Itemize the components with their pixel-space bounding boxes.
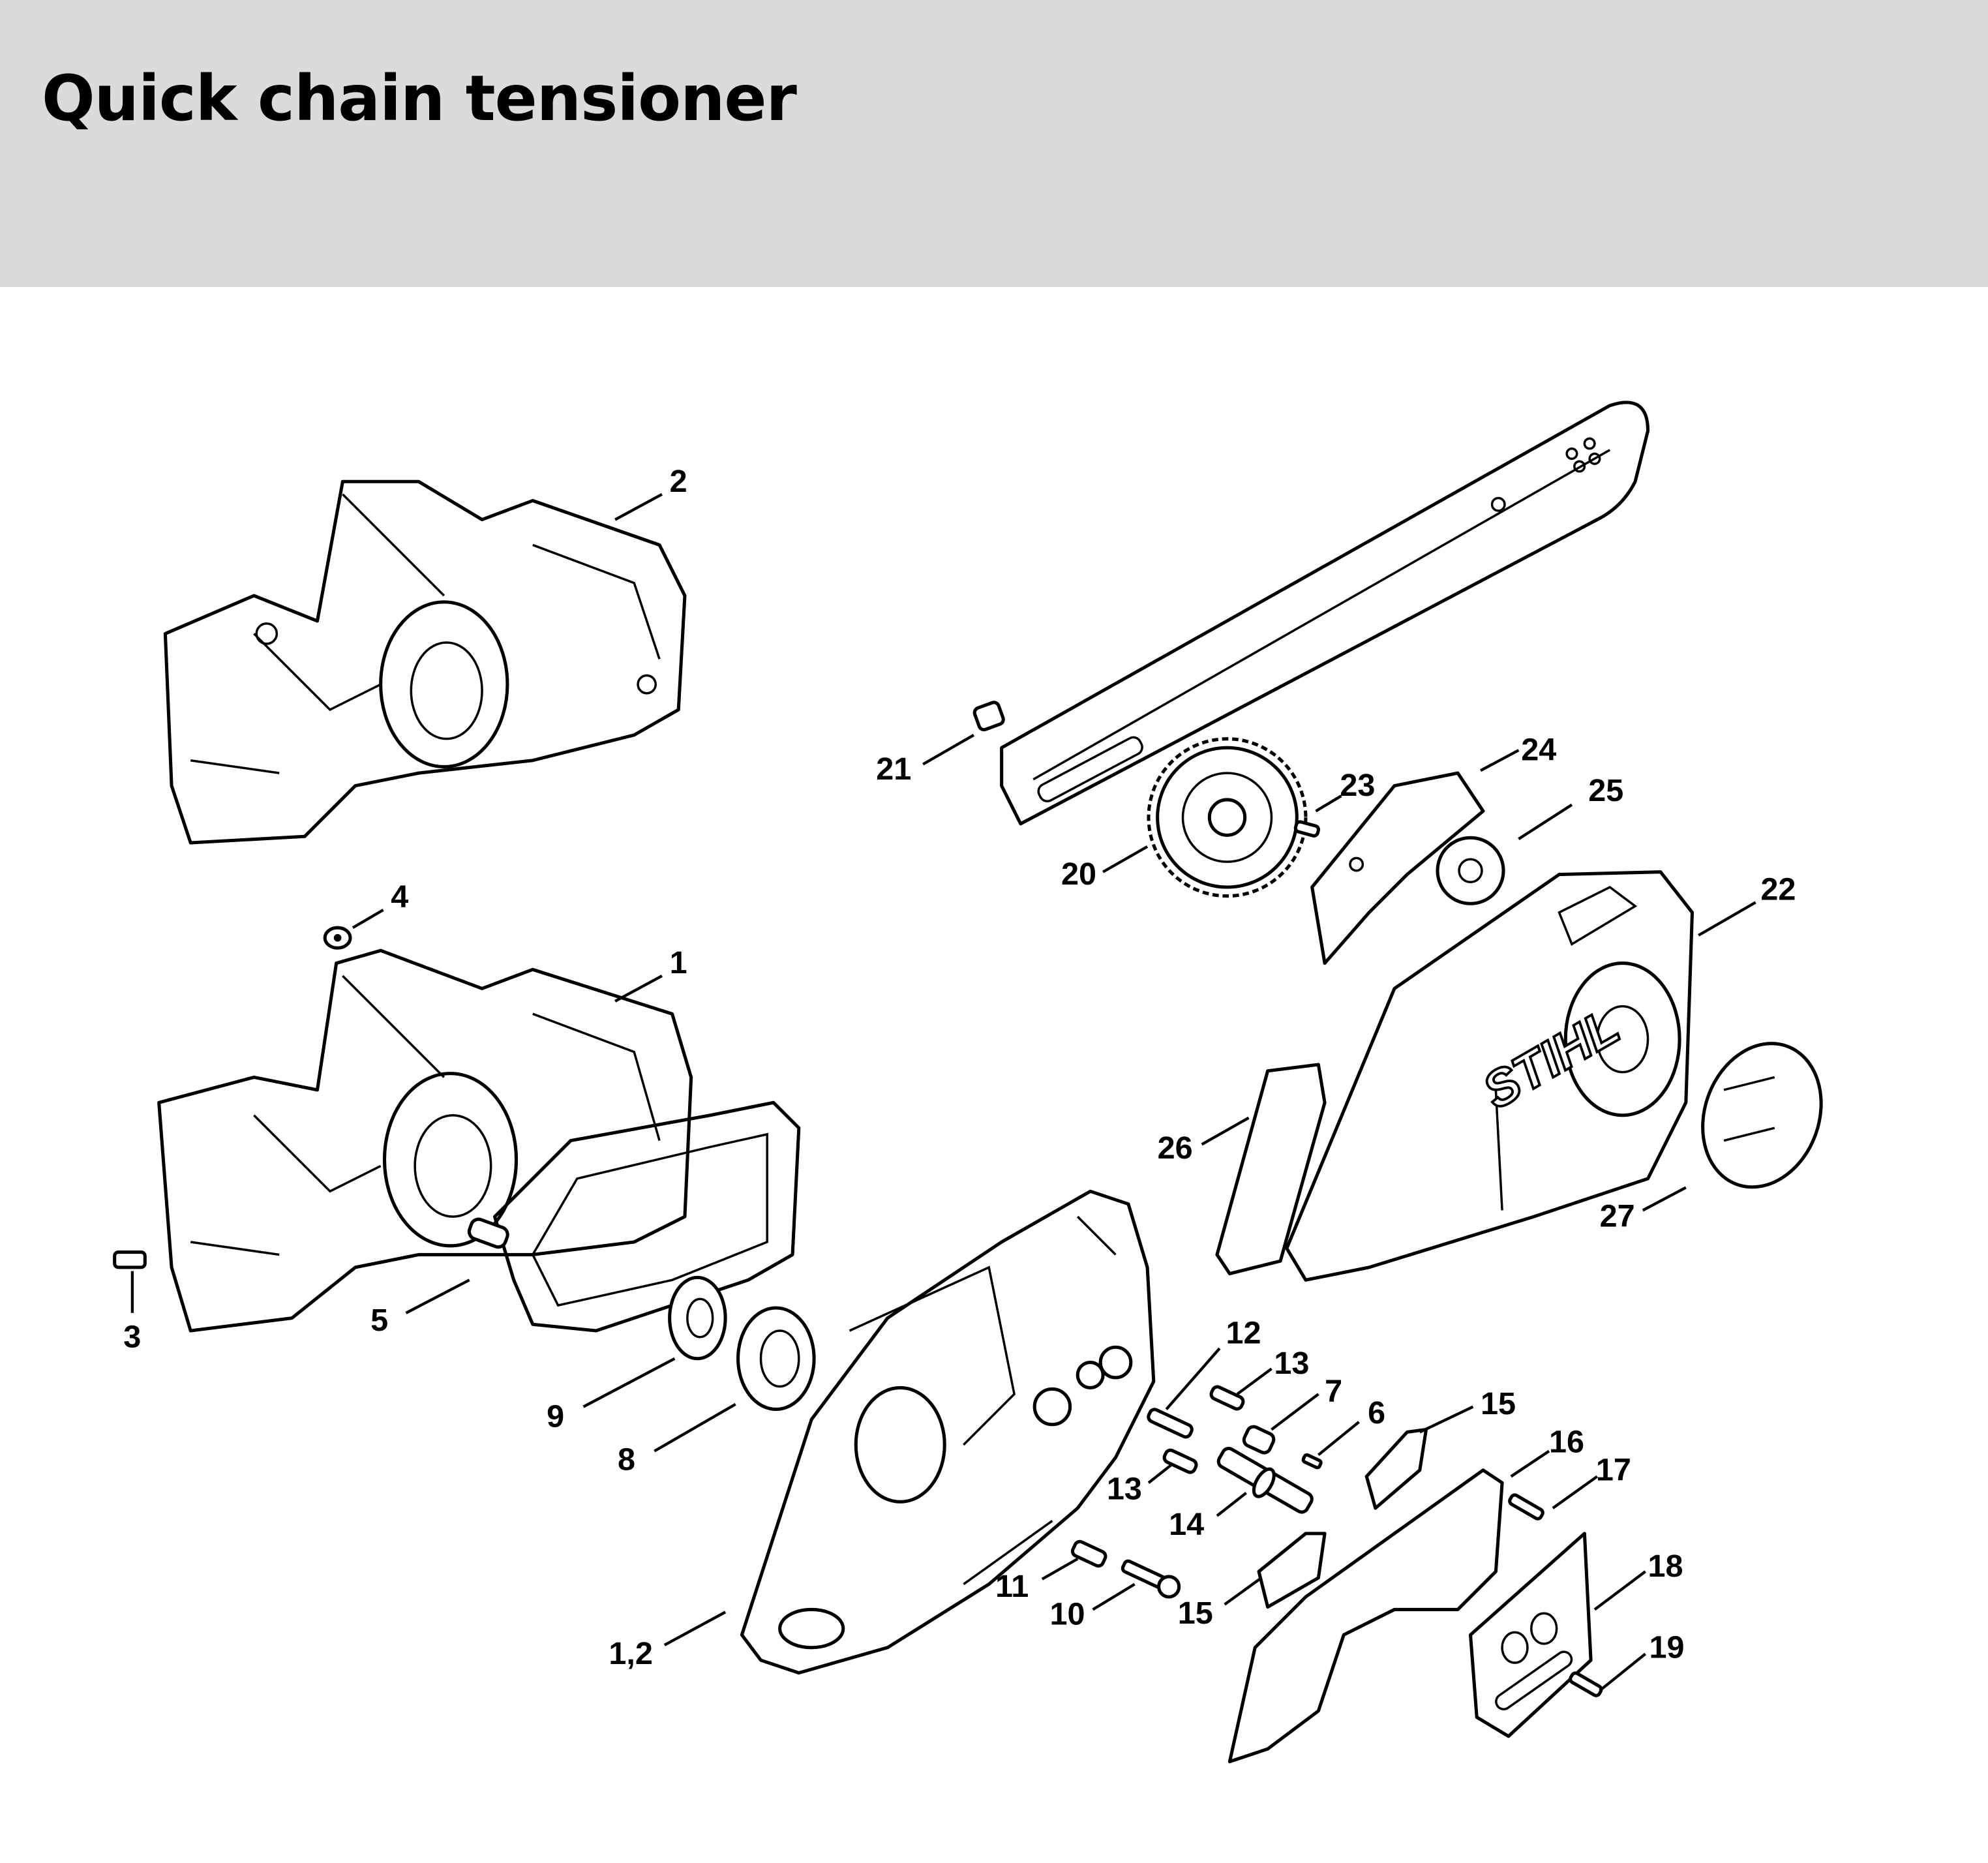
part-17-screw[interactable] xyxy=(1508,1493,1544,1521)
part-guide-bar[interactable] xyxy=(1000,401,1650,826)
part-crankcase-1[interactable] xyxy=(157,948,693,1333)
callout-22: 22 xyxy=(1760,871,1796,907)
part-12-pin[interactable] xyxy=(1147,1408,1194,1439)
callout-15-upper: 15 xyxy=(1481,1386,1516,1421)
callout-12: 12 xyxy=(1226,1315,1261,1350)
leader-lines xyxy=(130,492,1756,1692)
callout-11: 11 xyxy=(995,1569,1029,1604)
part-gasket[interactable] xyxy=(492,1100,801,1333)
callout-labels: 2 4 1 3 5 9 8 1,2 12 13 7 6 15 16 17 13 … xyxy=(123,464,1796,1671)
part-7-nut[interactable] xyxy=(1242,1425,1276,1455)
callout-21: 21 xyxy=(876,751,911,787)
callout-3: 3 xyxy=(123,1319,141,1354)
callout-13-lower: 13 xyxy=(1107,1471,1142,1506)
part-crankcase-2[interactable] xyxy=(163,479,687,845)
part-23-screw[interactable] xyxy=(1293,820,1321,838)
part-4-plug[interactable] xyxy=(323,926,352,950)
part-27-cover[interactable] xyxy=(1683,1027,1841,1204)
part-8-bearing[interactable] xyxy=(736,1306,816,1411)
header-band: Quick chain tensioner xyxy=(0,0,1988,287)
part-15-slider-lower[interactable] xyxy=(1257,1532,1327,1609)
part-13-pin-lower[interactable] xyxy=(1162,1448,1198,1474)
callout-17: 17 xyxy=(1596,1452,1631,1487)
part-24-cover-plate[interactable] xyxy=(1310,771,1485,965)
callout-18: 18 xyxy=(1648,1549,1683,1584)
part-22-sprocket-cover[interactable]: STIHL xyxy=(1285,870,1694,1282)
callout-19: 19 xyxy=(1649,1629,1684,1665)
callout-27: 27 xyxy=(1600,1199,1635,1234)
part-15-slider-upper[interactable] xyxy=(1364,1428,1428,1510)
page-title: Quick chain tensioner xyxy=(42,62,797,135)
part-crankcase-assembly[interactable] xyxy=(740,1189,1156,1675)
part-9-bearing[interactable] xyxy=(668,1275,727,1361)
part-19-screw[interactable] xyxy=(1569,1671,1603,1697)
callout-7: 7 xyxy=(1325,1374,1342,1409)
part-26-strip[interactable] xyxy=(1215,1063,1327,1276)
part-21-nut[interactable] xyxy=(972,701,1005,732)
callout-8: 8 xyxy=(618,1442,635,1477)
callout-26: 26 xyxy=(1158,1130,1193,1166)
part-11-sleeve[interactable] xyxy=(1070,1539,1107,1568)
part-3-nipple[interactable] xyxy=(113,1250,147,1269)
callout-4: 4 xyxy=(391,879,408,915)
callout-14: 14 xyxy=(1169,1507,1204,1542)
callout-13-upper: 13 xyxy=(1274,1346,1309,1381)
callout-1-2: 1,2 xyxy=(609,1636,653,1671)
part-16-chain-catcher-plate[interactable] xyxy=(1227,1468,1504,1764)
callout-23: 23 xyxy=(1340,768,1375,803)
part-18-plate[interactable] xyxy=(1468,1532,1593,1738)
part-13-pin-upper[interactable] xyxy=(1209,1385,1245,1411)
callout-10: 10 xyxy=(1049,1597,1085,1632)
callout-6: 6 xyxy=(1368,1395,1385,1431)
part-5-sleeve[interactable] xyxy=(467,1217,509,1249)
callout-16: 16 xyxy=(1549,1425,1584,1460)
part-25-knob[interactable] xyxy=(1436,836,1505,905)
callout-1: 1 xyxy=(670,945,687,980)
callout-15-lower: 15 xyxy=(1178,1596,1213,1631)
callout-2: 2 xyxy=(670,464,687,499)
part-20-tensioner-gear[interactable] xyxy=(1147,737,1308,898)
part-10-screw[interactable] xyxy=(1121,1559,1181,1599)
callout-20: 20 xyxy=(1061,856,1096,892)
part-6-pin[interactable] xyxy=(1301,1453,1323,1470)
callout-9: 9 xyxy=(547,1399,564,1434)
callout-24: 24 xyxy=(1521,733,1556,768)
callout-25: 25 xyxy=(1588,773,1623,808)
callout-5: 5 xyxy=(370,1303,388,1338)
part-14-adjusting-screw[interactable] xyxy=(1216,1446,1314,1515)
